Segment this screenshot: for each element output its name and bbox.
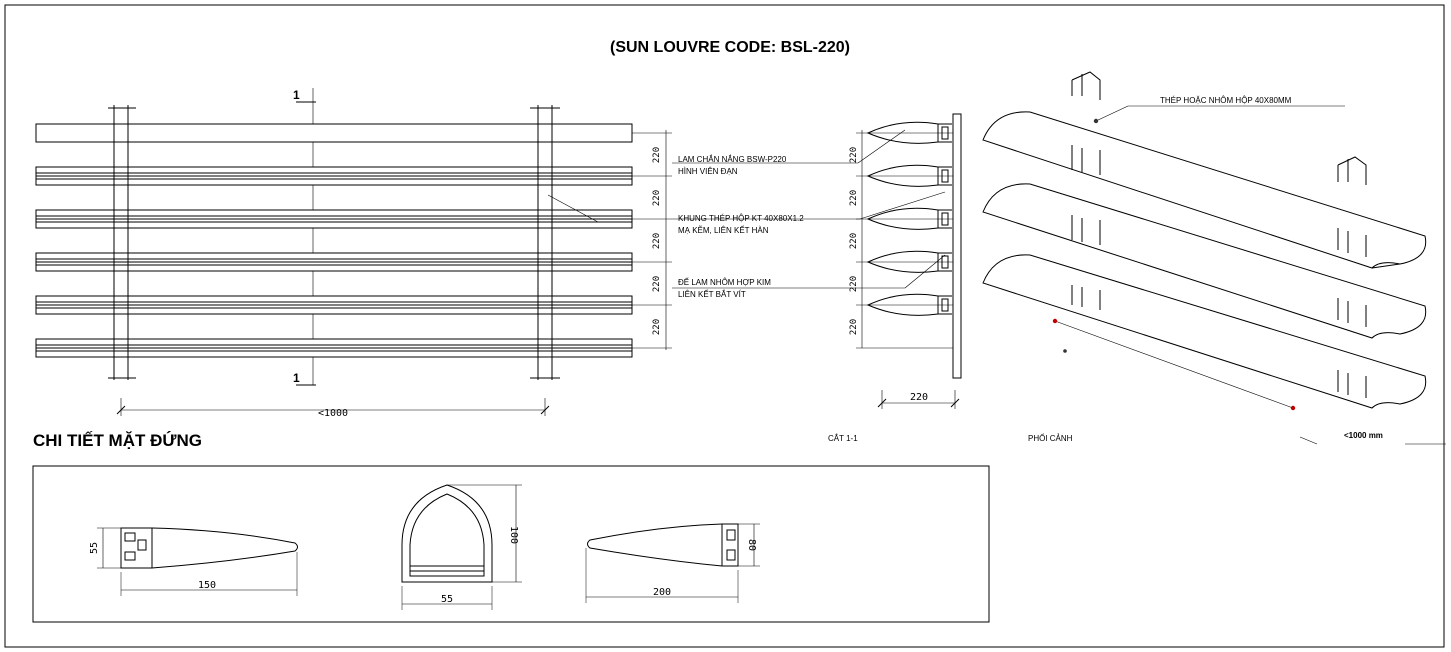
section-blade-4 (866, 250, 952, 273)
elevation-view (35, 88, 672, 416)
section-dim-1: 220 (849, 147, 859, 163)
callout-bracket-line1: LAM CHẮN NẮNG BSW-P220 (678, 155, 787, 164)
perspective-post-right (1337, 156, 1367, 398)
section-dim-4: 220 (849, 276, 859, 292)
section-depth-dim: 220 (910, 392, 928, 403)
section-blade-1 (866, 121, 952, 144)
perspective-blade-2 (982, 183, 1427, 339)
profile-c (585, 523, 760, 603)
callout-frame-line1: KHUNG THÉP HỘP KT 40X80X1.2 (678, 214, 804, 223)
section-blade-5 (866, 293, 952, 316)
sheet-border (4, 4, 1445, 648)
callout-frame-line2: MẠ KẼM, LIÊN KẾT HÀN (678, 225, 769, 235)
profile-c-height: 80 (746, 539, 757, 551)
section-dim-3: 220 (849, 233, 859, 249)
elev-dim-5: 220 (652, 319, 662, 335)
elev-dim-1: 220 (652, 147, 662, 163)
elevation-title: CHI TIẾT MẶT ĐỨNG (33, 431, 202, 450)
section-frame (952, 113, 962, 379)
perspective-span-end (1290, 405, 1296, 411)
elev-dim-2: 220 (652, 190, 662, 206)
profile-a-length: 150 (198, 580, 216, 591)
perspective-blade-3 (982, 254, 1427, 409)
section-dim-2: 220 (849, 190, 859, 206)
perspective-point (1063, 349, 1067, 353)
elev-dim-4: 220 (652, 276, 662, 292)
profile-c-length: 200 (653, 587, 671, 598)
perspective-title: PHỐI CẢNH (1028, 433, 1073, 443)
elev-dim-3: 220 (652, 233, 662, 249)
profile-b-width: 55 (441, 594, 453, 605)
louvre-5 (35, 338, 633, 358)
profile-b (401, 484, 522, 610)
elevation-span-label: <1000 (318, 408, 348, 419)
louvre-4 (35, 295, 633, 315)
callout-base-line1: ĐẾ LAM NHÔM HỢP KIM (678, 277, 771, 287)
top-plate (35, 123, 633, 143)
section-marker-top: 1 (293, 88, 300, 102)
louvre-1 (35, 166, 633, 186)
section-view (856, 113, 962, 409)
profile-a (97, 527, 298, 596)
louvre-3 (35, 252, 633, 272)
callout-base-line2: LIÊN KẾT BẮT VÍT (678, 289, 746, 299)
louvre-2 (35, 209, 633, 229)
drawing-title: (SUN LOUVRE CODE: BSL-220) (610, 39, 850, 56)
profile-b-height: 100 (508, 526, 519, 544)
section-marker-bottom: 1 (293, 371, 300, 385)
perspective-marker-dot (1093, 118, 1099, 124)
section-dim-5: 220 (849, 319, 859, 335)
perspective-blade-1 (982, 111, 1427, 269)
section-blade-2 (866, 164, 952, 187)
profile-a-height: 55 (89, 542, 100, 554)
section-blade-3 (866, 207, 952, 230)
perspective-post-left (1071, 71, 1101, 310)
callout-bracket-line2: HÌNH VIÊN ĐẠN (678, 167, 738, 176)
perspective-span-start (1052, 318, 1058, 324)
perspective-span-note: <1000 mm (1344, 431, 1383, 440)
perspective-view (982, 71, 1446, 445)
section-title: CẮT 1-1 (828, 434, 858, 443)
perspective-steel-callout: THÉP HOẶC NHÔM HỘP 40X80MM (1160, 96, 1292, 105)
profile-detail-box (32, 465, 990, 623)
callout-leaders (672, 129, 946, 289)
